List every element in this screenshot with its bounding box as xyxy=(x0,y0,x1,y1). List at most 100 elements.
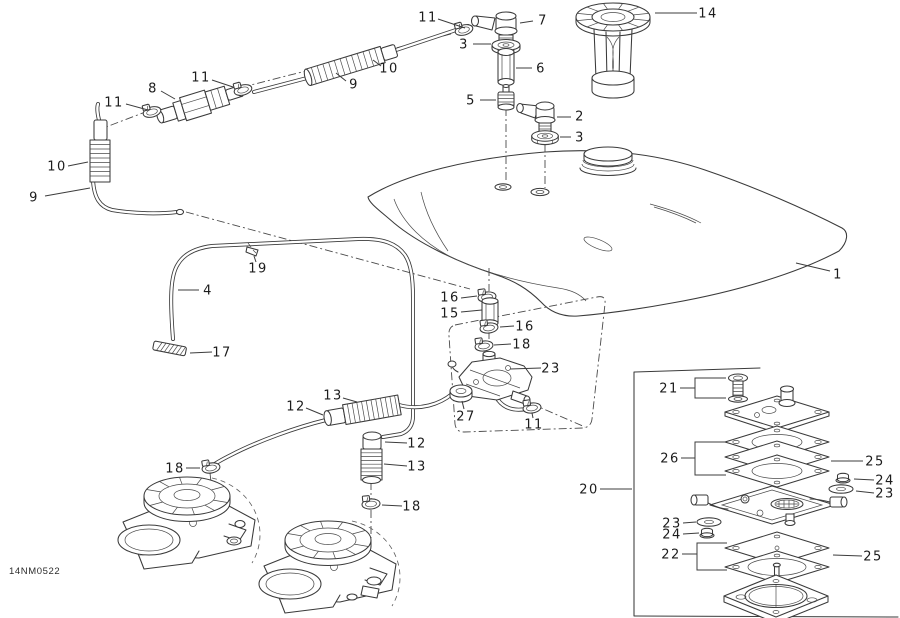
spring-17 xyxy=(152,340,187,357)
pump-bottom-flange xyxy=(723,574,829,618)
part-label-3-2: 3 xyxy=(459,38,469,53)
leader-line xyxy=(67,161,89,167)
diaphragm-gasket-stack-26 xyxy=(724,425,830,488)
conduit-10-left xyxy=(89,119,111,183)
leader-line xyxy=(437,18,466,29)
part-label-4-17: 4 xyxy=(203,284,213,299)
nut-24-left xyxy=(699,527,715,539)
part-label-8-5: 8 xyxy=(148,82,158,97)
carburetor-right xyxy=(258,520,397,614)
leader-line xyxy=(531,412,534,419)
leader-line xyxy=(335,72,347,82)
part-label-18-31: 18 xyxy=(402,500,422,515)
leader-line xyxy=(832,554,863,557)
part-label-16-19: 16 xyxy=(440,291,460,306)
tank-grommet-holes xyxy=(494,183,550,197)
part-label-12-26: 12 xyxy=(286,400,306,415)
grommet-27 xyxy=(449,384,473,403)
pump-kit-box xyxy=(633,367,899,618)
leader-line xyxy=(305,407,324,416)
leader-line xyxy=(381,504,403,507)
part-label-18-22: 18 xyxy=(512,338,532,353)
leader-line xyxy=(853,478,875,481)
hose-12-13-vertical xyxy=(360,431,383,485)
part-label-25-41: 25 xyxy=(863,550,883,565)
part-label-19-16: 19 xyxy=(248,262,268,277)
part-label-2-11: 2 xyxy=(575,110,585,125)
filter-tube-6 xyxy=(497,47,515,87)
part-label-18-30: 18 xyxy=(165,462,185,477)
part-label-15-20: 15 xyxy=(440,307,460,322)
hose-clamp-11-right xyxy=(231,78,254,98)
pump-inlet-stack xyxy=(473,286,500,353)
leader-line xyxy=(682,532,700,535)
washer-23-right xyxy=(828,484,854,494)
part-label-1-15: 1 xyxy=(833,268,843,283)
part-label-11-7: 11 xyxy=(104,96,124,111)
part-label-23-37: 23 xyxy=(875,487,895,502)
fuel-tank xyxy=(367,146,848,317)
clip-19 xyxy=(245,242,259,257)
part-label-23-23: 23 xyxy=(541,362,561,377)
part-label-25-35: 25 xyxy=(865,455,885,470)
pickup-filter-14 xyxy=(575,2,651,99)
leader-line xyxy=(342,397,358,403)
part-label-17-18: 17 xyxy=(212,346,232,361)
hose-12-13-horizontal xyxy=(323,394,402,427)
part-label-24-36: 24 xyxy=(875,474,895,489)
carburetor-left-details xyxy=(226,519,246,546)
fuel-pump-23 xyxy=(447,350,543,415)
leader-line xyxy=(384,441,408,444)
part-label-13-29: 13 xyxy=(407,460,427,475)
part-label-20-32: 20 xyxy=(579,483,599,498)
conduit-10-top xyxy=(303,44,398,87)
leader-line xyxy=(493,343,512,346)
leader-line xyxy=(160,90,176,100)
part-label-5-9: 5 xyxy=(466,94,476,109)
diagram-code: 14NM0522 xyxy=(9,566,61,577)
part-label-9-4: 9 xyxy=(349,78,359,93)
leader-line xyxy=(460,309,483,313)
leader-line xyxy=(461,400,465,410)
hose-clamp-18-carb-right xyxy=(360,494,381,511)
leader-line xyxy=(372,59,382,67)
grommet-3-right xyxy=(531,130,559,146)
vent-fitting-stack xyxy=(452,11,521,111)
hose-clamp-18-mid xyxy=(473,335,495,353)
part-label-13-27: 13 xyxy=(323,389,343,404)
filler-neck xyxy=(579,146,637,177)
leader-line xyxy=(253,255,257,263)
washer-23-left xyxy=(696,517,722,527)
part-label-21-33: 21 xyxy=(659,382,679,397)
part-label-22-40: 22 xyxy=(661,548,681,563)
bracket-line xyxy=(694,441,726,476)
part-label-11-6: 11 xyxy=(191,71,211,86)
bracket-line xyxy=(696,542,727,571)
leader-line xyxy=(499,325,515,328)
leader-line xyxy=(189,351,213,354)
bracket-line xyxy=(694,377,726,399)
screw-21 xyxy=(727,373,749,403)
part-label-9-14: 9 xyxy=(29,191,39,206)
part-label-26-34: 26 xyxy=(660,452,680,467)
hose-clamp-11-top xyxy=(452,18,475,38)
carburetor-right-details xyxy=(346,576,382,601)
part-label-7-1: 7 xyxy=(538,14,548,29)
leader-line xyxy=(383,463,408,467)
part-label-24-39: 24 xyxy=(662,528,682,543)
part-label-14-10: 14 xyxy=(698,7,718,22)
leader-line xyxy=(855,490,875,494)
part-label-10-13: 10 xyxy=(47,160,67,175)
part-label-10-3: 10 xyxy=(379,62,399,77)
strainer-5 xyxy=(497,83,515,111)
leader-line xyxy=(44,187,91,197)
part-label-11-0: 11 xyxy=(418,11,438,26)
fuel-filter-8 xyxy=(140,78,254,124)
leader-line xyxy=(519,20,534,24)
hose-clamp-11-pump xyxy=(521,397,543,415)
leader-line xyxy=(795,262,831,272)
elbow-fitting-2 xyxy=(516,101,559,146)
